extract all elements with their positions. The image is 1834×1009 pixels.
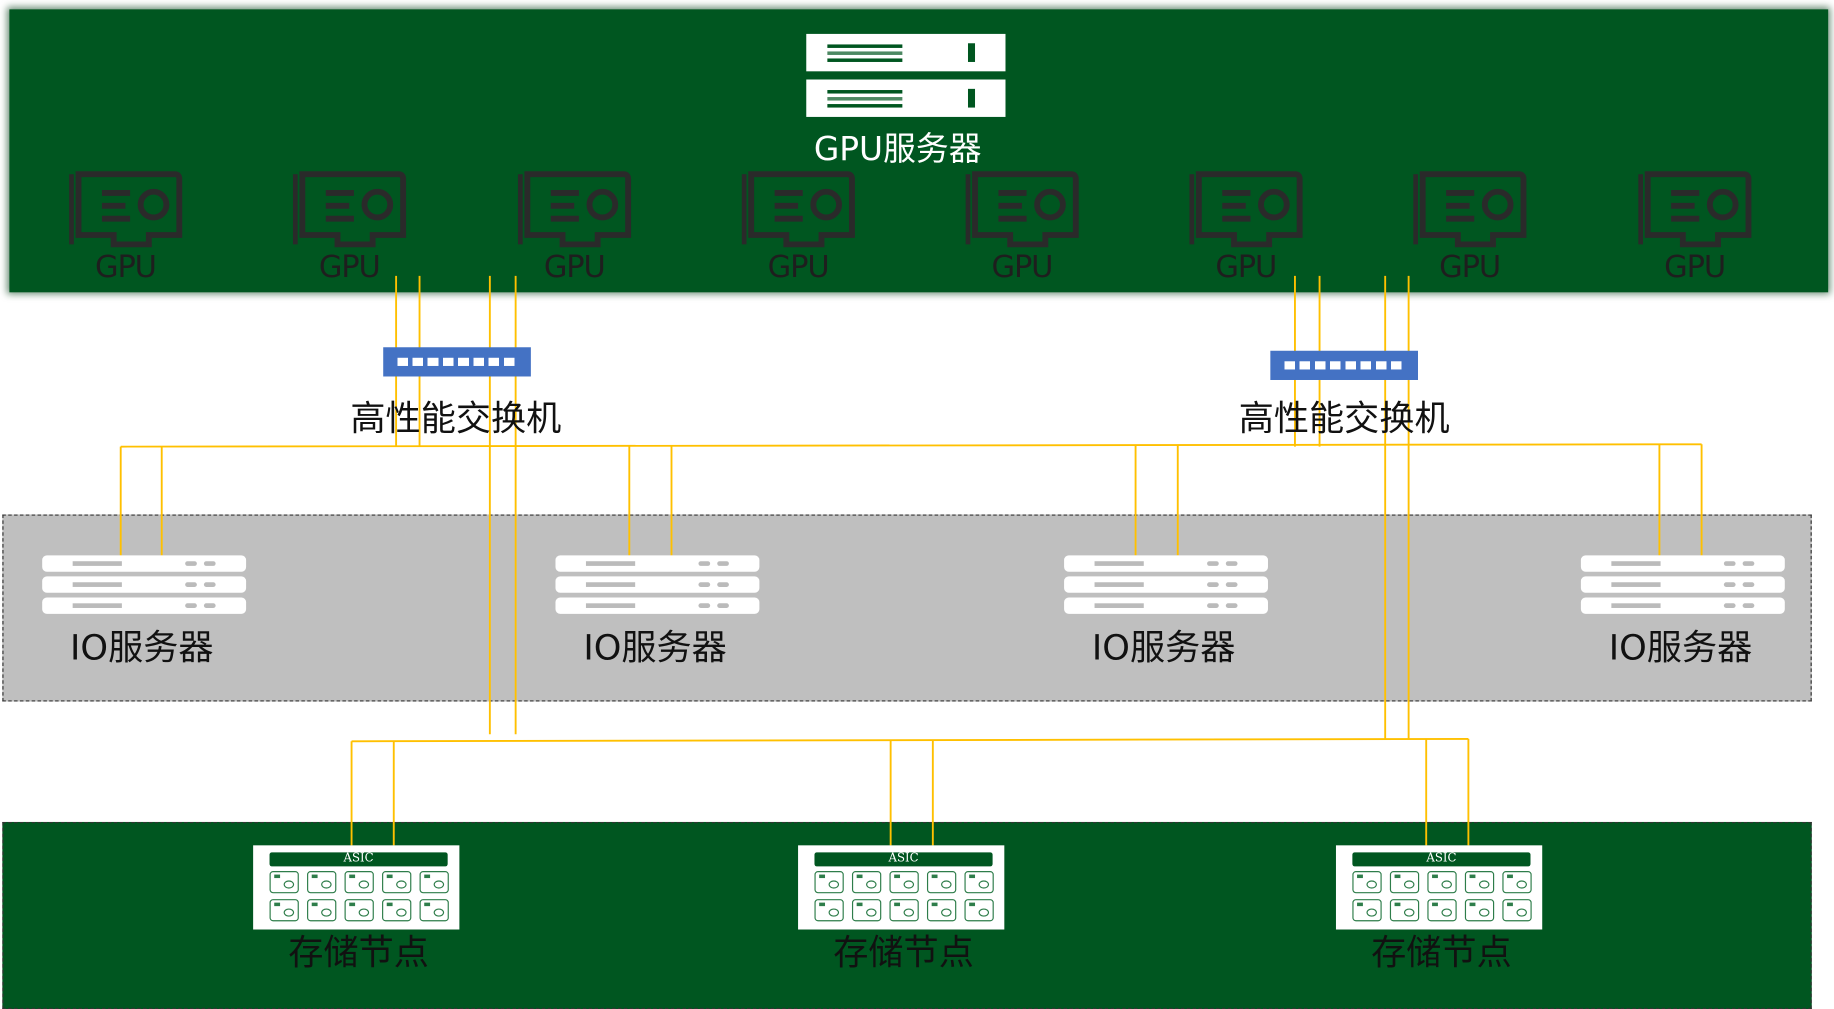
disk-icon bbox=[1389, 899, 1420, 922]
storage-node-label: 存储节点 bbox=[1371, 933, 1512, 974]
switch-label: 高性能交换机 bbox=[1238, 398, 1450, 440]
link-line bbox=[120, 443, 1702, 448]
switch-icon bbox=[1270, 350, 1418, 380]
io-server-label: IO服务器 bbox=[1091, 627, 1236, 669]
gpu-card-icon bbox=[963, 170, 1080, 254]
storage-node-label: 存储节点 bbox=[833, 933, 974, 974]
disk-icon bbox=[964, 899, 994, 922]
gpu-label: GPU bbox=[1664, 250, 1726, 286]
disk-icon bbox=[926, 871, 957, 894]
disk-icon bbox=[419, 899, 449, 922]
gpu-label: GPU bbox=[767, 250, 830, 286]
gpu-label: GPU bbox=[1439, 250, 1501, 286]
disk-icon bbox=[382, 899, 412, 922]
gpu-card-icon bbox=[1411, 170, 1528, 254]
disk-icon bbox=[814, 871, 844, 894]
io-server-zone bbox=[2, 514, 1812, 702]
disk-icon bbox=[307, 899, 337, 922]
disk-icon bbox=[851, 899, 882, 922]
disk-icon bbox=[1352, 899, 1382, 922]
gpu-card-icon bbox=[739, 170, 856, 254]
io-server-icon bbox=[1580, 555, 1785, 614]
disk-icon bbox=[269, 899, 299, 922]
asic-label: ASIC bbox=[269, 852, 448, 867]
asic-label: ASIC bbox=[814, 852, 993, 867]
link-line bbox=[351, 737, 1469, 743]
asic-label: ASIC bbox=[1352, 852, 1531, 867]
disk-icon bbox=[419, 871, 449, 894]
disk-icon bbox=[1502, 871, 1532, 894]
storage-node-icon: ASIC bbox=[1335, 845, 1543, 930]
disk-icon bbox=[382, 871, 412, 894]
gpu-label: GPU bbox=[1215, 250, 1277, 286]
disk-icon bbox=[1464, 899, 1495, 922]
disk-icon bbox=[1427, 871, 1457, 894]
disk-icon bbox=[964, 871, 994, 894]
disk-icon bbox=[269, 871, 299, 894]
disk-icon bbox=[926, 899, 957, 922]
gpu-card-icon bbox=[291, 170, 408, 254]
gpu-card-icon bbox=[1187, 170, 1304, 254]
io-server-icon bbox=[42, 555, 247, 614]
storage-node-label: 存储节点 bbox=[288, 933, 429, 974]
storage-node-icon: ASIC bbox=[253, 845, 460, 930]
disk-icon bbox=[889, 899, 919, 922]
disk-icon bbox=[344, 871, 374, 894]
switch-icon bbox=[383, 347, 531, 377]
io-server-label: IO服务器 bbox=[1608, 627, 1753, 669]
disk-icon bbox=[851, 871, 882, 894]
disk-icon bbox=[814, 899, 844, 922]
disk-icon bbox=[344, 899, 374, 922]
disk-icon bbox=[1427, 899, 1457, 922]
disk-icon bbox=[1352, 871, 1382, 894]
io-server-label: IO服务器 bbox=[583, 627, 727, 669]
gpu-server-label: GPU服务器 bbox=[813, 129, 982, 169]
io-server-label: IO服务器 bbox=[70, 627, 214, 669]
gpu-label: GPU bbox=[318, 250, 381, 286]
switch-label: 高性能交换机 bbox=[350, 398, 562, 440]
gpu-label: GPU bbox=[991, 250, 1054, 286]
disk-icon bbox=[1464, 871, 1495, 894]
gpu-card-icon bbox=[67, 170, 184, 254]
gpu-card-icon bbox=[516, 170, 633, 254]
io-server-icon bbox=[555, 555, 760, 614]
disk-icon bbox=[1389, 871, 1420, 894]
disk-icon bbox=[889, 871, 919, 894]
storage-node-icon: ASIC bbox=[798, 845, 1005, 930]
io-server-icon bbox=[1064, 555, 1268, 614]
disk-icon bbox=[1502, 899, 1532, 922]
disk-icon bbox=[307, 871, 337, 894]
gpu-card-icon bbox=[1636, 170, 1753, 254]
gpu-label: GPU bbox=[543, 250, 606, 286]
gpu-label: GPU bbox=[95, 250, 157, 286]
